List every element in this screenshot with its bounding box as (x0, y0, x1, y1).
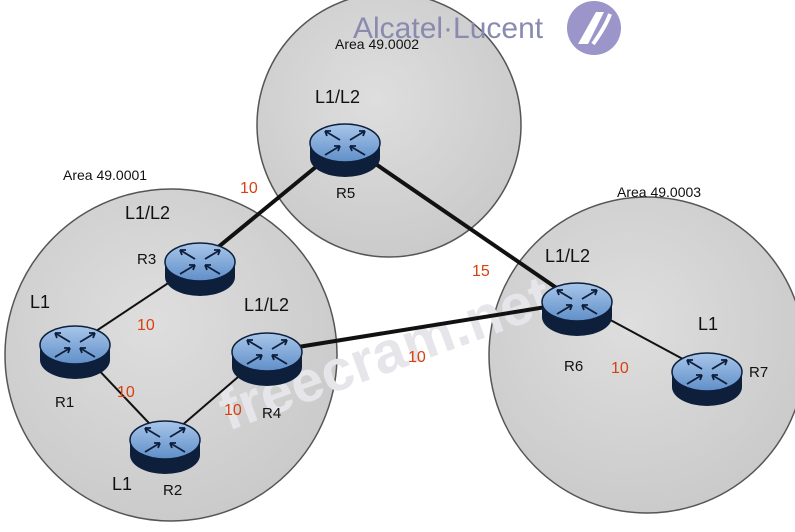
level-label-r7: L1 (698, 314, 718, 334)
area-circle (4, 188, 338, 522)
level-label-r6: L1/L2 (545, 246, 590, 266)
level-labels-layer: L1 L1 L1/L2 L1/L2 L1/L2 L1/L2 L1 (30, 87, 718, 494)
router-arrows-icon (324, 130, 366, 156)
metrics-layer: 10 10 10 10 15 10 10 (117, 180, 629, 419)
router-top (39, 325, 111, 365)
router-arrows-icon (686, 359, 728, 385)
level-label-r4: L1/L2 (244, 295, 289, 315)
router-top (231, 332, 303, 372)
area-49-0002: Area 49.0002 (256, 0, 522, 258)
area-49-0003: Area 49.0003 (488, 184, 795, 514)
routers-layer (39, 123, 743, 474)
router-names-layer: R1 R2 R3 R4 R5 R6 R7 (55, 185, 768, 499)
router-r7[interactable] (671, 352, 743, 406)
area-circle (256, 0, 522, 258)
area-circle (488, 196, 795, 514)
router-arrows-icon (246, 339, 288, 365)
router-name-r6: R6 (564, 358, 583, 375)
metric-r4-r6: 10 (408, 349, 426, 366)
area-label: Area 49.0002 (335, 36, 419, 52)
router-r2[interactable] (129, 420, 201, 474)
router-name-r7: R7 (749, 364, 768, 381)
router-name-r5: R5 (336, 185, 355, 202)
router-top (309, 123, 381, 163)
router-top (671, 352, 743, 392)
area-label: Area 49.0003 (617, 184, 701, 200)
router-r6[interactable] (541, 282, 613, 336)
router-name-r4: R4 (262, 405, 281, 422)
router-name-r3: R3 (137, 251, 156, 268)
router-r4[interactable] (231, 332, 303, 386)
router-arrows-icon (54, 332, 96, 358)
link-r4-r6 (266, 300, 578, 354)
brand-text: Alcatel·Lucent (353, 12, 544, 45)
metric-r6-r7: 10 (611, 360, 629, 377)
router-name-r2: R2 (163, 482, 182, 499)
router-top (129, 420, 201, 460)
router-arrows-icon (179, 249, 221, 275)
level-label-r1: L1 (30, 292, 50, 312)
metric-r2-r4: 10 (224, 402, 242, 419)
metric-r1-r2: 10 (117, 384, 135, 401)
router-arrows-icon (556, 289, 598, 315)
router-name-r1: R1 (55, 394, 74, 411)
link-r5-r6 (343, 141, 579, 304)
areas-layer: Area 49.0001 Area 49.0002 Area 49.0003 (4, 0, 795, 522)
brand-logo-icon (567, 1, 621, 55)
level-label-r2: L1 (112, 474, 132, 494)
router-top (541, 282, 613, 322)
router-r1[interactable] (39, 325, 111, 379)
area-49-0001: Area 49.0001 (4, 167, 338, 522)
metric-r5-r6: 15 (472, 263, 490, 280)
area-label: Area 49.0001 (63, 167, 147, 183)
brand: Alcatel·Lucent (353, 1, 621, 55)
router-r3[interactable] (164, 242, 236, 296)
level-label-r5: L1/L2 (315, 87, 360, 107)
router-r5[interactable] (309, 123, 381, 177)
metric-r1-r3: 10 (137, 317, 155, 334)
metric-r3-r5: 10 (240, 180, 258, 197)
router-top (164, 242, 236, 282)
router-arrows-icon (144, 427, 186, 453)
level-label-r3: L1/L2 (125, 203, 170, 223)
